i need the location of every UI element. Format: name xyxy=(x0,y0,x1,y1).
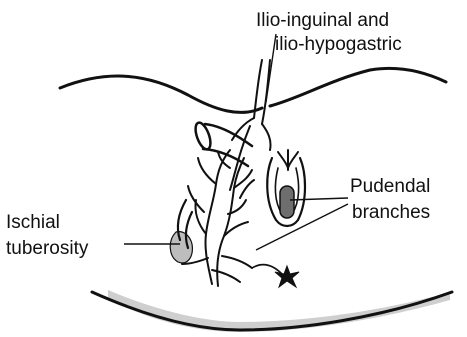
anus-star xyxy=(275,266,299,287)
lower-body-shading xyxy=(108,290,450,332)
genital-top-folds xyxy=(278,150,298,170)
vaginal-opening xyxy=(280,186,294,218)
upper-body-contour xyxy=(60,76,262,112)
upper-body-contour-right xyxy=(270,68,446,106)
label-pudendal-line2: branches xyxy=(352,202,430,223)
pudendal-nerve-tree xyxy=(182,150,254,286)
label-ischial-line2: tuberosity xyxy=(6,238,89,259)
label-ilio-line1: Ilio-inguinal and xyxy=(256,10,389,31)
ischial-tuberosity-shape xyxy=(170,232,192,263)
pudendal-leader-line-upper xyxy=(290,198,348,200)
label-ilio-line2: ilio-hypogastric xyxy=(275,34,402,55)
label-ischial-line1: Ischial xyxy=(6,212,60,233)
label-pudendal-line1: Pudendal xyxy=(350,176,430,197)
